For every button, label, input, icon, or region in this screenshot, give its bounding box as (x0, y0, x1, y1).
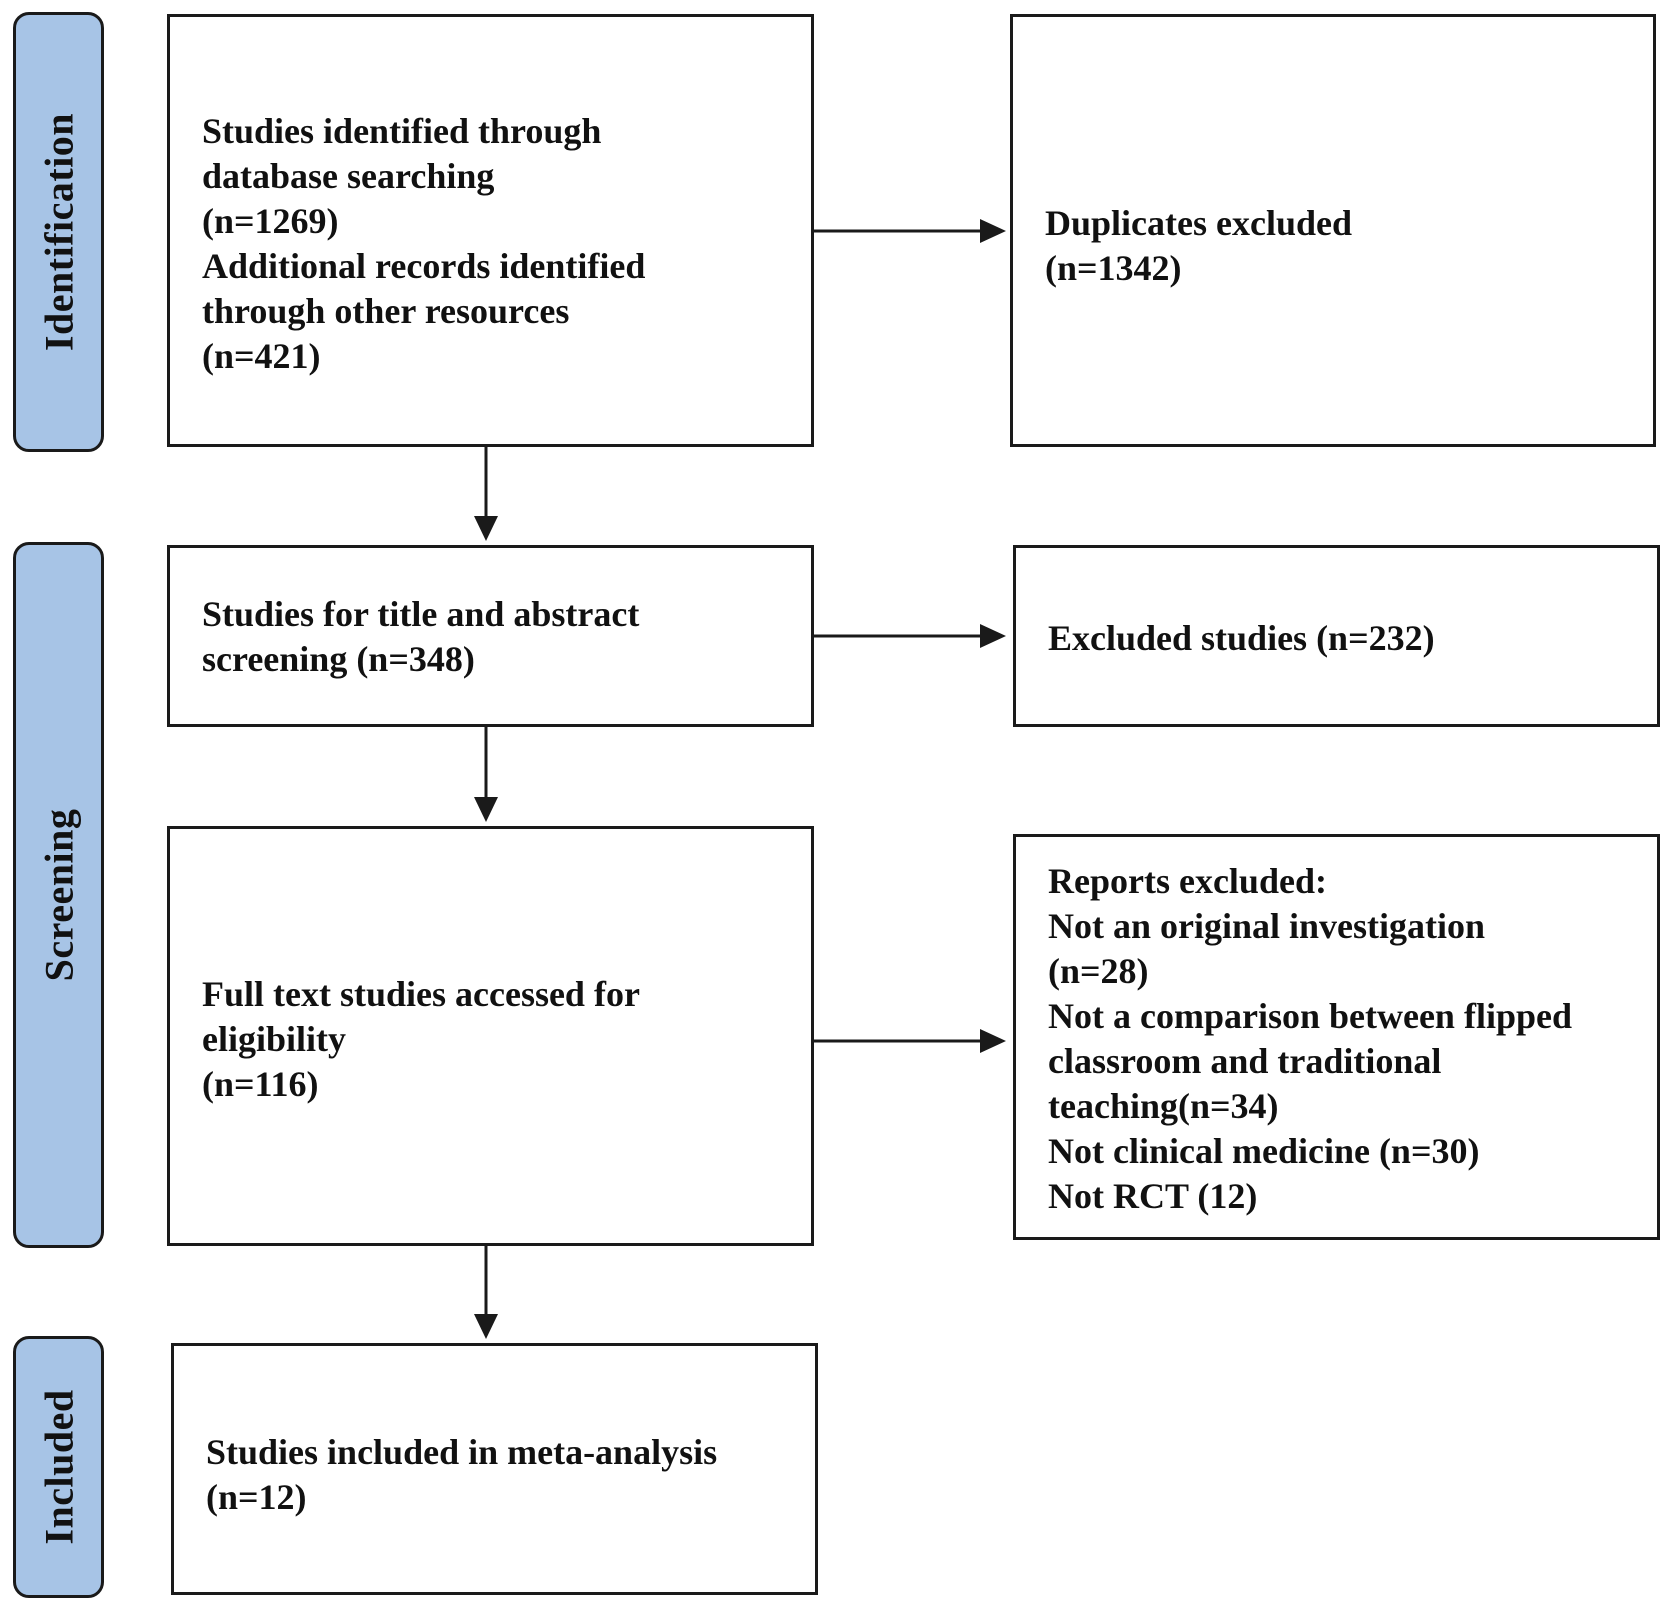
arrow-identified-to-duplicates (814, 219, 1006, 243)
phase-label-identification: Identification (36, 112, 81, 352)
box-line: Reports excluded: (1048, 861, 1327, 901)
arrow-identified-to-screening (474, 447, 498, 541)
duplicates-excluded-text: Duplicates excluded (n=1342) (1045, 201, 1639, 291)
box-line: Excluded studies (n=232) (1048, 618, 1435, 658)
box-line: (n=421) (202, 336, 321, 376)
phase-tab-identification: Identification (13, 12, 104, 452)
box-line: through other resources (202, 291, 570, 331)
title-abstract-screening-text: Studies for title and abstract screening… (202, 592, 797, 682)
box-line: (n=12) (206, 1477, 307, 1517)
box-line: (n=1269) (202, 201, 339, 241)
box-line: database searching (202, 156, 495, 196)
box-line: Not a comparison between flipped (1048, 996, 1572, 1036)
box-line: Studies for title and abstract (202, 594, 640, 634)
box-line: Studies identified through (202, 111, 602, 151)
title-abstract-screening-box: Studies for title and abstract screening… (167, 545, 814, 727)
duplicates-excluded-box: Duplicates excluded (n=1342) (1010, 14, 1656, 447)
box-line: Studies included in meta-analysis (206, 1432, 718, 1472)
box-line: (n=28) (1048, 951, 1149, 991)
studies-included-text: Studies included in meta-analysis (n=12) (206, 1430, 801, 1520)
arrow-screening-to-excluded (814, 624, 1006, 648)
phase-tab-screening: Screening (13, 542, 104, 1248)
identified-records-box: Studies identified through database sear… (167, 14, 814, 447)
box-line: Full text studies accessed for (202, 974, 640, 1014)
box-line: Not clinical medicine (n=30) (1048, 1131, 1480, 1171)
box-line: (n=116) (202, 1064, 319, 1104)
phase-label-included: Included (36, 1389, 81, 1545)
reports-excluded-box: Reports excluded: Not an original invest… (1013, 834, 1660, 1240)
box-line: Not an original investigation (1048, 906, 1486, 946)
box-line: teaching(n=34) (1048, 1086, 1279, 1126)
identified-records-text: Studies identified through database sear… (202, 109, 797, 379)
excluded-studies-text: Excluded studies (n=232) (1048, 616, 1643, 661)
full-text-eligibility-text: Full text studies accessed for eligibili… (202, 972, 797, 1107)
box-line: (n=1342) (1045, 248, 1182, 288)
box-line: screening (n=348) (202, 639, 475, 679)
studies-included-box: Studies included in meta-analysis (n=12) (171, 1343, 818, 1595)
arrow-screening-to-fulltext (474, 727, 498, 822)
box-line: Not RCT (12) (1048, 1176, 1258, 1216)
box-line: eligibility (202, 1019, 346, 1059)
reports-excluded-text: Reports excluded: Not an original invest… (1048, 859, 1643, 1219)
box-line: Additional records identified (202, 246, 646, 286)
arrow-fulltext-to-reports (814, 1029, 1006, 1053)
phase-tab-included: Included (13, 1336, 104, 1598)
full-text-eligibility-box: Full text studies accessed for eligibili… (167, 826, 814, 1246)
phase-label-screening: Screening (36, 808, 81, 982)
box-line: Duplicates excluded (1045, 203, 1353, 243)
box-line: classroom and traditional (1048, 1041, 1442, 1081)
arrow-fulltext-to-included (474, 1246, 498, 1339)
excluded-studies-box: Excluded studies (n=232) (1013, 545, 1660, 727)
